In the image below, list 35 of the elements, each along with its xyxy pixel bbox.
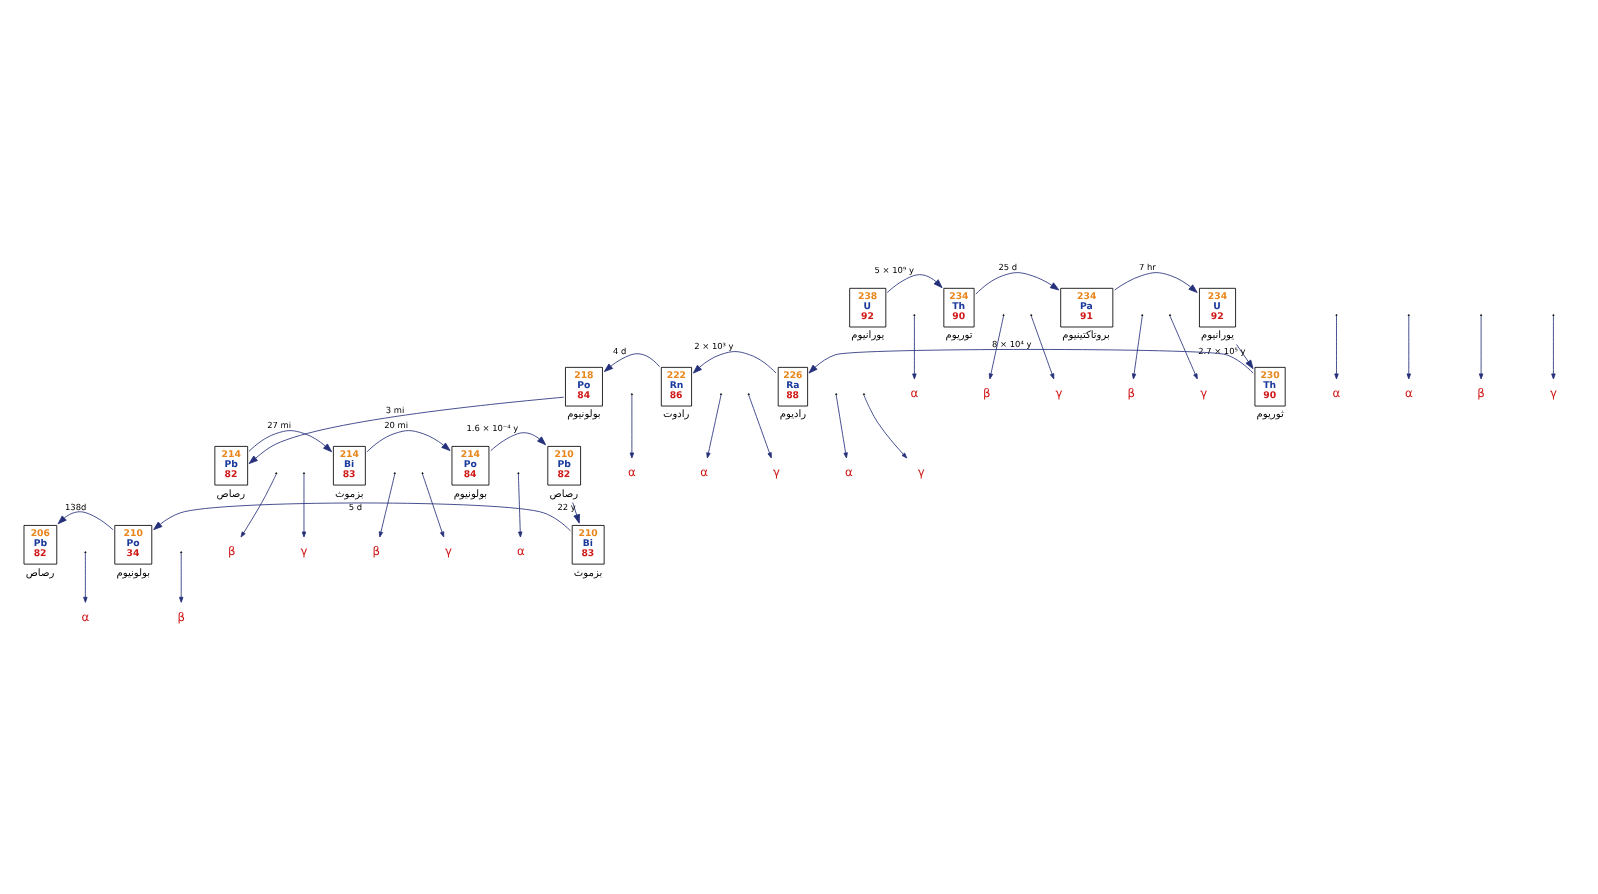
arrow bbox=[975, 271, 1060, 294]
arrow bbox=[57, 510, 114, 530]
arrow bbox=[179, 551, 184, 602]
arrow bbox=[1169, 314, 1198, 379]
arrow bbox=[629, 393, 635, 458]
arrow bbox=[490, 431, 547, 451]
arrow bbox=[1478, 314, 1484, 379]
arrow bbox=[808, 348, 1254, 373]
arrow bbox=[378, 472, 396, 537]
arrow bbox=[83, 551, 88, 602]
arrow bbox=[1131, 314, 1143, 379]
arrow bbox=[1030, 314, 1055, 379]
arrow bbox=[988, 314, 1004, 379]
arrow bbox=[301, 472, 307, 537]
arrow bbox=[517, 472, 523, 537]
arrow bbox=[835, 393, 848, 458]
arrow bbox=[422, 472, 445, 537]
arrow bbox=[1406, 314, 1411, 379]
arrow bbox=[863, 393, 908, 458]
arrow bbox=[1551, 314, 1556, 379]
arrow bbox=[603, 352, 660, 371]
arrow bbox=[366, 429, 451, 452]
arrow bbox=[886, 273, 943, 292]
arrow bbox=[912, 314, 917, 379]
arrow bbox=[1114, 271, 1198, 292]
arrow bbox=[706, 393, 722, 458]
arrow bbox=[240, 472, 277, 537]
arrow bbox=[248, 429, 333, 452]
arrow bbox=[153, 501, 571, 531]
arrow bbox=[1334, 314, 1339, 379]
arrow bbox=[1236, 343, 1254, 369]
arrow bbox=[572, 501, 580, 523]
arrow bbox=[248, 395, 565, 463]
arrow bbox=[692, 350, 777, 373]
arrow bbox=[748, 393, 772, 458]
